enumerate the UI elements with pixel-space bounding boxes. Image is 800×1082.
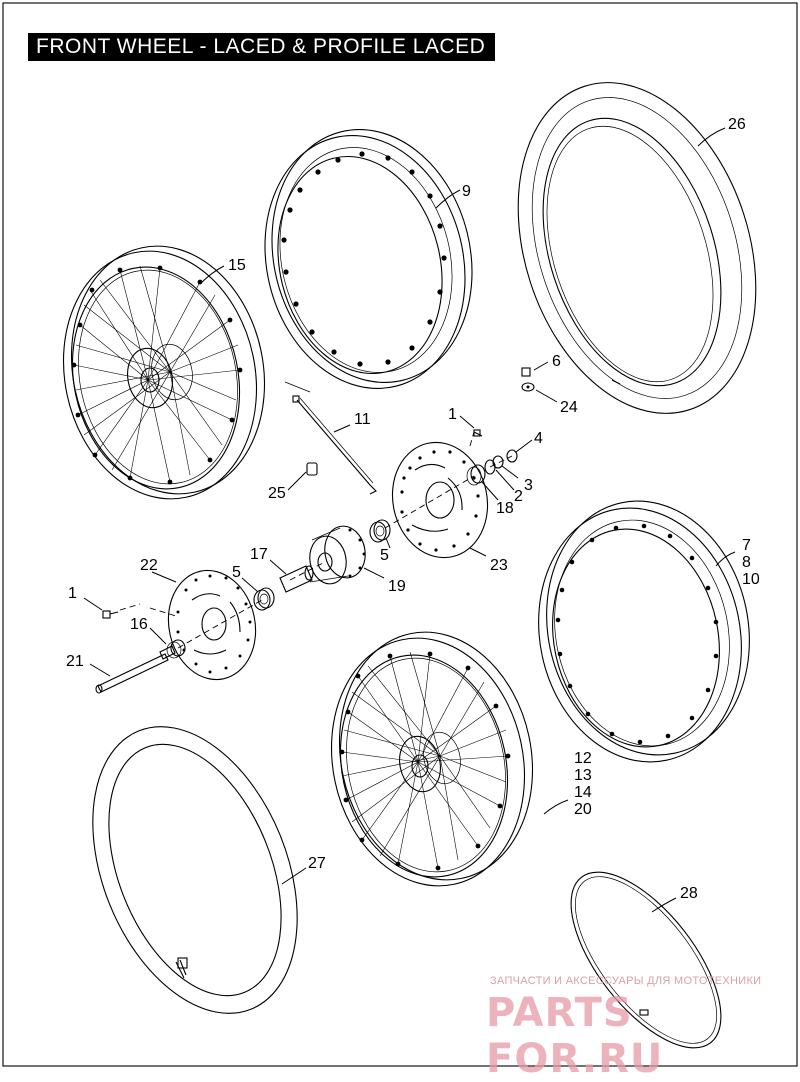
diagram-title: FRONT WHEEL - LACED & PROFILE LACED [28,33,496,61]
callout-17: 17 [250,546,268,563]
bearing-part-5-left[interactable] [253,587,275,611]
screw-part-1-bottom[interactable] [102,610,119,619]
hub-part-19[interactable] [306,523,369,587]
watermark-tagline: ЗАПЧАСТИ И АКСЕССУАРЫ ДЛЯ МОТОТЕХНИКИ [490,975,762,987]
valve-cap-part-6[interactable] [521,367,531,377]
callout-5-left: 5 [232,564,241,581]
spokes-12 [341,651,509,869]
washer-part-2[interactable] [484,459,496,475]
assembly-line-top-screw [469,431,475,447]
rim-strip-part-28[interactable] [544,848,749,1069]
callout-24: 24 [560,399,578,416]
assembly-line-screw [119,603,177,617]
laced-wheel-part-15[interactable] [41,228,287,517]
leader-lines [83,127,736,913]
callout-25: 25 [268,485,286,502]
callout-28: 28 [680,885,698,902]
watermark-logo: PARTS FOR.RU [486,990,664,1082]
nut-part-4[interactable] [506,449,518,463]
bearing-part-5-right[interactable] [369,519,391,543]
valve-nut-part-24[interactable] [521,382,535,392]
callout-2: 2 [514,488,523,505]
callout-13: 13 [574,767,592,784]
laced-wheel-part-12-13-14-20[interactable] [309,614,555,904]
callout-15: 15 [228,257,246,274]
callout-5-right: 5 [380,547,389,564]
callout-16: 16 [130,616,148,633]
callout-26: 26 [728,116,746,133]
callout-3: 3 [524,477,533,494]
callout-1-top: 1 [448,406,457,423]
callout-22: 22 [140,557,158,574]
rim-part-9[interactable] [239,108,498,410]
callout-18: 18 [496,500,514,517]
callout-7: 7 [742,537,751,554]
brake-disc-part-23[interactable] [382,433,498,566]
screw-part-1-top[interactable] [473,429,483,437]
callout-23: 23 [490,557,508,574]
callout-12: 12 [574,750,592,767]
spacer-part-16[interactable] [166,639,186,659]
nipple-part-25[interactable] [306,462,318,476]
callout-9: 9 [462,183,471,200]
tire-part-26[interactable] [478,52,796,445]
axle-part-21[interactable] [95,645,176,694]
page-border [2,2,798,1067]
spacer-sleeve-part-17[interactable] [279,565,314,593]
callout-10: 10 [742,571,760,588]
callout-11: 11 [354,411,371,428]
profile-rim-part-7-8-10[interactable] [516,482,773,781]
callout-4: 4 [534,430,543,447]
callout-19: 19 [388,578,406,595]
callout-21: 21 [66,653,84,670]
brake-disc-part-22[interactable] [159,562,266,687]
spoke-part-11[interactable] [284,381,377,495]
spokes-15 [73,265,241,483]
inner-tube-part-27[interactable] [54,696,337,1043]
callout-27: 27 [308,855,326,872]
callout-20: 20 [574,801,592,818]
callout-1-bottom: 1 [68,585,77,602]
callout-8: 8 [742,554,751,571]
callout-14: 14 [574,784,592,801]
callout-6: 6 [552,353,561,370]
